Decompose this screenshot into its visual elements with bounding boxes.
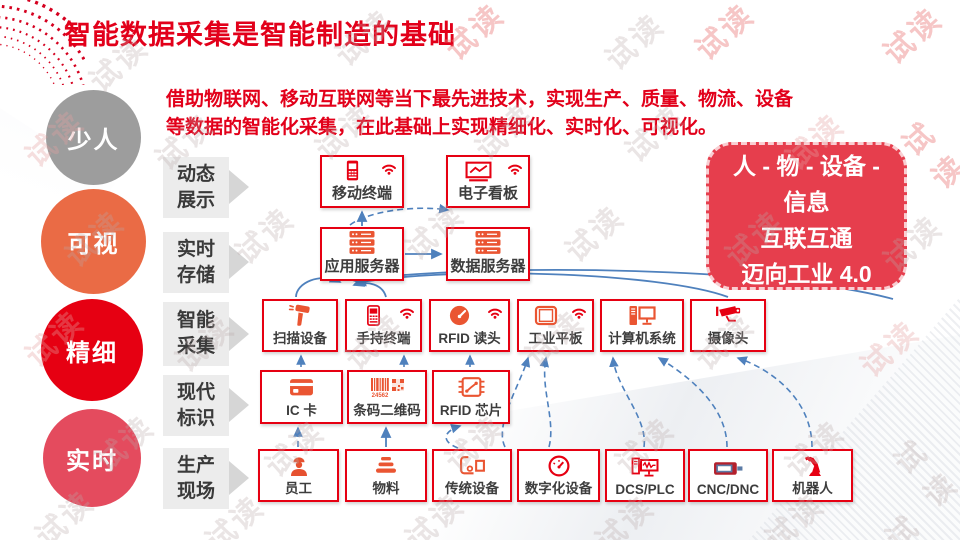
server-icon bbox=[322, 227, 402, 255]
box-label: 员工 bbox=[285, 481, 312, 496]
svg-text:24562: 24562 bbox=[372, 393, 389, 398]
handheld-terminal-icon bbox=[347, 301, 420, 327]
wifi-icon bbox=[507, 162, 523, 180]
highlight-box: 人 - 物 - 设备 - 信息 互联互通 迈向工业 4.0 bbox=[706, 142, 907, 290]
box-label: RFID 芯片 bbox=[439, 403, 503, 418]
robot-arm-icon bbox=[774, 451, 851, 477]
box-label: 扫描设备 bbox=[273, 331, 327, 346]
step-modern-id: 现代 标识 bbox=[163, 375, 229, 436]
box-label: CNC/DNC bbox=[696, 482, 760, 497]
diagram-box-handheld: 手持终端 bbox=[345, 299, 422, 352]
highlight-line: 信息 bbox=[783, 189, 830, 215]
rfid-reader-icon bbox=[431, 301, 508, 327]
diagram-box-rfid-reader: RFID 读头 bbox=[429, 299, 510, 352]
industrial-tablet-icon bbox=[519, 301, 592, 327]
material-stack-icon bbox=[347, 451, 425, 477]
diagram-box-rfid-chip: RFID 芯片 bbox=[432, 370, 510, 424]
diagram-box-barcode-qr: 24562 条码二维码 bbox=[347, 370, 427, 424]
legacy-equipment-icon bbox=[434, 451, 510, 477]
highlight-line: 互联互通 bbox=[760, 225, 853, 251]
box-label: 数字化设备 bbox=[524, 481, 593, 496]
diagram-box-mobile-terminal: 移动终端 bbox=[320, 155, 404, 208]
diagram-box-app-server: 应用服务器 bbox=[320, 227, 404, 281]
step-dynamic-display: 动态 展示 bbox=[163, 157, 229, 218]
stage-circle-shishi: 实时 bbox=[43, 409, 141, 507]
diagram-box-dcs-plc: DCS/PLC bbox=[605, 449, 685, 502]
mobile-phone-icon bbox=[322, 156, 402, 182]
box-label: 摄像头 bbox=[707, 331, 749, 346]
computer-system-icon bbox=[602, 301, 682, 327]
rfid-chip-icon bbox=[434, 372, 508, 399]
worker-icon bbox=[260, 451, 337, 477]
diagram-box-industrial-tablet: 工业平板 bbox=[517, 299, 594, 352]
barcode-qrcode-icon: 24562 bbox=[349, 372, 425, 399]
stage-circle-keshi: 可视 bbox=[41, 189, 146, 294]
box-label: DCS/PLC bbox=[615, 482, 675, 497]
diagram-box-cctv: 摄像头 bbox=[690, 299, 766, 352]
cnc-dnc-icon bbox=[690, 451, 766, 482]
step-realtime-storage: 实时 存储 bbox=[163, 232, 229, 293]
step-smart-collect: 智能 采集 bbox=[163, 302, 229, 366]
diagram-box-legacy-equipment: 传统设备 bbox=[432, 449, 512, 502]
highlight-line: 人 - 物 - 设备 - bbox=[733, 153, 880, 179]
wifi-icon bbox=[487, 306, 503, 324]
diagram-box-computer-system: 计算机系统 bbox=[600, 299, 684, 352]
box-label: 物料 bbox=[372, 481, 400, 496]
box-label: RFID 读头 bbox=[438, 331, 501, 346]
barcode-scanner-icon bbox=[264, 300, 336, 327]
box-label: 电子看板 bbox=[457, 185, 518, 202]
box-label: 条码二维码 bbox=[353, 403, 421, 418]
page-title: 智能数据采集是智能制造的基础 bbox=[64, 20, 456, 50]
wifi-icon bbox=[399, 306, 415, 324]
box-label: 手持终端 bbox=[356, 331, 411, 346]
diagram-box-scanner: 扫描设备 bbox=[262, 299, 338, 352]
digital-equipment-icon bbox=[519, 451, 598, 477]
diagram-box-ic-card: IC 卡 bbox=[260, 370, 343, 424]
box-label: 计算机系统 bbox=[608, 331, 676, 346]
diagram-box-cnc-dnc: CNC/DNC bbox=[688, 449, 768, 502]
diagram-box-data-server: 数据服务器 bbox=[446, 227, 530, 281]
box-label: 机器人 bbox=[792, 481, 833, 496]
diagram-box-e-board: 电子看板 bbox=[446, 155, 530, 208]
highlight-line: 迈向工业 4.0 bbox=[741, 261, 872, 287]
server-icon bbox=[448, 227, 528, 255]
diagram-box-worker: 员工 bbox=[258, 449, 339, 502]
box-label: IC 卡 bbox=[286, 403, 317, 418]
dashboard-screen-icon bbox=[448, 157, 528, 182]
intro-text: 借助物联网、移动互联网等当下最先进技术，实现生产、质量、物流、设备 等数据的智能… bbox=[166, 89, 794, 138]
diagram-box-material: 物料 bbox=[345, 449, 427, 502]
wifi-icon bbox=[381, 162, 397, 180]
box-label: 传统设备 bbox=[445, 481, 499, 496]
cctv-camera-icon bbox=[692, 301, 764, 327]
box-label: 移动终端 bbox=[331, 185, 392, 202]
diagram-box-digital-equipment: 数字化设备 bbox=[517, 449, 600, 502]
stage-circle-shaoren: 少人 bbox=[46, 90, 141, 185]
box-label: 数据服务器 bbox=[450, 258, 526, 275]
box-label: 应用服务器 bbox=[324, 258, 400, 275]
ic-card-icon bbox=[262, 372, 341, 399]
diagram-box-robot: 机器人 bbox=[772, 449, 853, 502]
dcs-plc-icon bbox=[607, 451, 683, 482]
box-label: 工业平板 bbox=[528, 331, 583, 346]
step-production-site: 生产 现场 bbox=[163, 448, 229, 509]
wifi-icon bbox=[571, 306, 587, 324]
stage-circle-jingxi: 精细 bbox=[41, 299, 143, 401]
